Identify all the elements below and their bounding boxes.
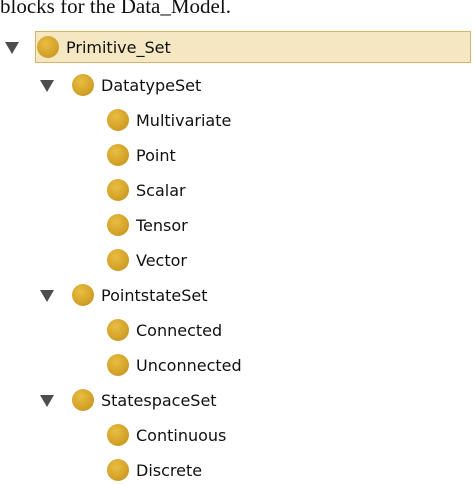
group-bullet-icon <box>72 389 94 411</box>
tree-root-selection[interactable] <box>35 31 471 63</box>
item-bullet-icon <box>107 319 129 341</box>
caption-text: blocks for the Data_Model. <box>0 0 231 18</box>
tree-item-label[interactable]: Discrete <box>136 461 203 480</box>
item-bullet-icon <box>107 179 129 201</box>
root-bullet-icon <box>37 36 59 58</box>
tree-item-label[interactable]: Vector <box>136 251 187 270</box>
item-bullet-icon <box>107 459 129 481</box>
tree-group-label[interactable]: StatespaceSet <box>101 391 217 410</box>
tree-item-label[interactable]: Tensor <box>136 216 188 235</box>
tree-item-label[interactable]: Point <box>136 146 176 165</box>
tree-item-label[interactable]: Continuous <box>136 426 227 445</box>
item-bullet-icon <box>107 214 129 236</box>
tree-root-label[interactable]: Primitive_Set <box>66 38 171 57</box>
expand-toggle-icon[interactable] <box>40 80 54 92</box>
tree-item-label[interactable]: Connected <box>136 321 223 340</box>
tree-group-label[interactable]: DatatypeSet <box>101 76 202 95</box>
tree-item-label[interactable]: Scalar <box>136 181 186 200</box>
tree-group-label[interactable]: PointstateSet <box>101 286 208 305</box>
tree-item-label[interactable]: Multivariate <box>136 111 232 130</box>
group-bullet-icon <box>72 284 94 306</box>
expand-toggle-icon[interactable] <box>40 395 54 407</box>
expand-toggle-icon[interactable] <box>40 290 54 302</box>
item-bullet-icon <box>107 424 129 446</box>
group-bullet-icon <box>72 74 94 96</box>
item-bullet-icon <box>107 249 129 271</box>
item-bullet-icon <box>107 354 129 376</box>
item-bullet-icon <box>107 109 129 131</box>
item-bullet-icon <box>107 144 129 166</box>
tree-item-label[interactable]: Unconnected <box>136 356 242 375</box>
expand-toggle-icon[interactable] <box>5 42 19 54</box>
